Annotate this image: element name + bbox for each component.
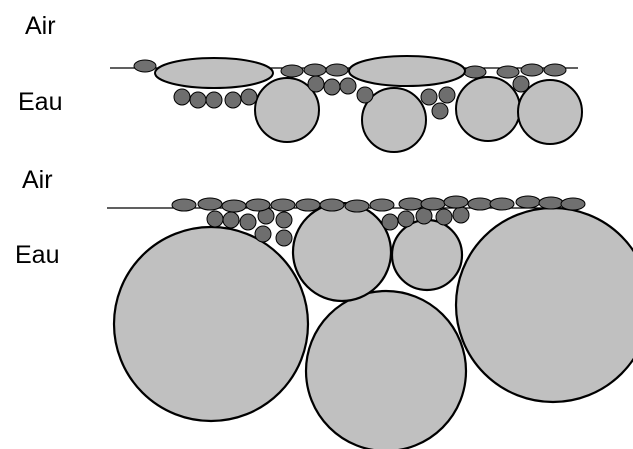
flat-particle (295, 198, 321, 212)
large-flat-plate (154, 57, 274, 89)
flat-particle (538, 196, 564, 210)
flat-particle (515, 195, 541, 209)
flat-particle (369, 198, 395, 212)
large-particle (112, 225, 310, 423)
large-particle (304, 289, 468, 449)
small-particle (224, 91, 242, 109)
flat-particle (520, 63, 544, 77)
flat-particle (489, 197, 515, 211)
small-particle (189, 91, 207, 109)
large-particle (517, 79, 583, 145)
flat-particle (443, 195, 469, 209)
small-particle (431, 102, 449, 120)
large-particle (361, 87, 427, 153)
flat-particle (319, 198, 345, 212)
flat-particle (496, 65, 520, 79)
small-particle (420, 88, 438, 106)
small-particle (275, 211, 293, 229)
small-particle (512, 75, 530, 93)
flat-particle (303, 63, 327, 77)
flat-particle (560, 197, 586, 211)
label-air-bottom: Air (22, 166, 53, 194)
small-particle (205, 91, 223, 109)
flat-particle (245, 198, 271, 212)
flat-particle (467, 197, 493, 211)
medium-particle (291, 201, 393, 303)
small-particle (381, 213, 399, 231)
small-particle (397, 210, 415, 228)
small-particle (415, 207, 433, 225)
small-particle (356, 86, 374, 104)
label-water-bottom: Eau (15, 241, 60, 269)
flat-particle (280, 64, 304, 78)
flat-particle (270, 198, 296, 212)
small-particle (307, 75, 325, 93)
large-particle (254, 77, 320, 143)
small-particle (239, 213, 257, 231)
label-water-top: Eau (18, 88, 63, 116)
flat-particle (171, 198, 197, 212)
flat-particle (398, 197, 424, 211)
flat-particle (344, 199, 370, 213)
flat-particle (325, 63, 349, 77)
small-particle (435, 208, 453, 226)
flat-particle (420, 197, 446, 211)
label-air-top: Air (25, 12, 56, 40)
top-panel (110, 55, 583, 153)
small-particle (438, 86, 456, 104)
large-flat-plate (348, 55, 466, 87)
flat-particle (197, 197, 223, 211)
small-particle (240, 88, 258, 106)
flat-particle (133, 59, 157, 73)
bottom-panel (107, 195, 633, 449)
small-particle (323, 78, 341, 96)
small-particle (452, 206, 470, 224)
small-particle (339, 77, 357, 95)
large-particle (454, 206, 633, 404)
flat-particle (221, 199, 247, 213)
large-particle (455, 76, 521, 142)
flat-particle (543, 63, 567, 77)
small-particle (254, 225, 272, 243)
small-particle (206, 210, 224, 228)
small-particle (222, 211, 240, 229)
flat-particle (463, 65, 487, 79)
small-particle (173, 88, 191, 106)
small-particle (275, 229, 293, 247)
medium-particle (390, 218, 464, 292)
